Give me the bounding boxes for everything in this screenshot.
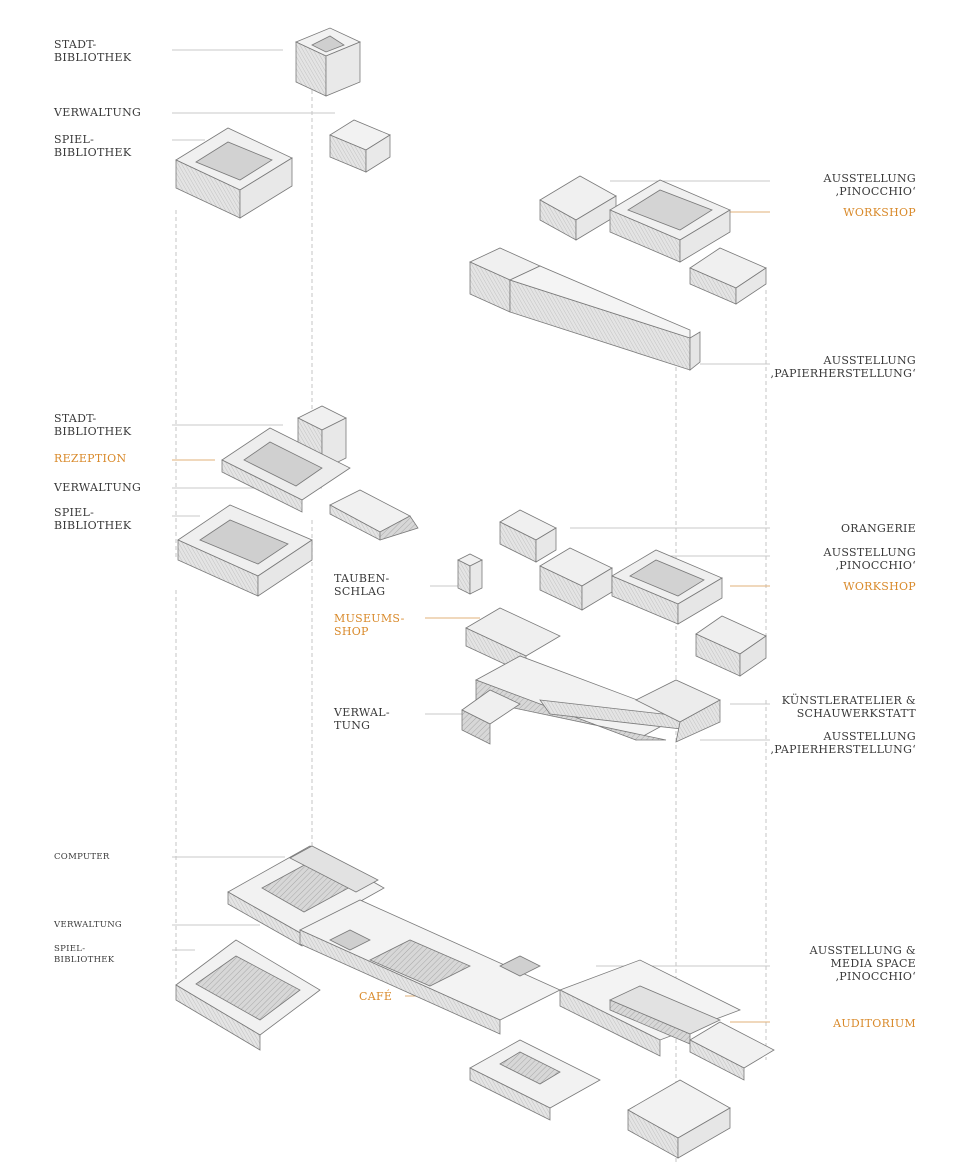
label-ausstellung-pinocchio-mid: AUSSTELLUNG ‚PINOCCHIO‘ xyxy=(823,546,916,572)
building-taubenschlag xyxy=(457,553,483,595)
label-workshop-mid: WORKSHOP xyxy=(843,580,916,593)
label-orangerie: ORANGERIE xyxy=(840,522,916,535)
building-orangerie xyxy=(499,509,557,563)
label-verwaltung-mid: VERWALTUNG xyxy=(54,481,142,494)
top-level-buildings xyxy=(175,27,767,371)
label-taubenschlag: TAUBEN- SCHLAG xyxy=(334,572,390,598)
building-stadtbibliothek-top xyxy=(295,27,361,97)
label-spielbibliothek-low: SPIEL- BIBLIOTHEK xyxy=(54,944,115,965)
alignment-lines xyxy=(175,90,767,1165)
building-stadtbibliothek-mid xyxy=(221,405,351,513)
label-workshop-top: WORKSHOP xyxy=(843,206,916,219)
building-papierherstellung-top xyxy=(469,247,701,371)
label-spielbibliothek-mid: SPIEL- BIBLIOTHEK xyxy=(54,506,132,532)
label-spielbibliothek-top: SPIEL- BIBLIOTHEK xyxy=(54,133,132,159)
building-complex-mid xyxy=(461,607,767,745)
label-rezeption: REZEPTION xyxy=(54,452,127,465)
building-cafe-spine xyxy=(299,899,561,1035)
label-stadtbibliothek-mid: STADT- BIBLIOTHEK xyxy=(54,412,132,438)
label-verwaltung-top: VERWALTUNG xyxy=(54,106,142,119)
building-spielbibliothek-low xyxy=(175,939,321,1051)
building-verwaltung-low xyxy=(227,845,385,947)
label-museumsshop: MUSEUMS- SHOP xyxy=(334,612,405,638)
label-ausstellung-pinocchio-top: AUSSTELLUNG ‚PINOCCHIO‘ xyxy=(823,172,916,198)
building-pinocchio-top xyxy=(539,175,767,305)
label-auditorium: AUDITORIUM xyxy=(833,1017,916,1030)
label-ausstellung-papierherstellung-top: AUSSTELLUNG ‚PAPIERHERSTELLUNG‘ xyxy=(770,354,916,380)
label-verwaltung-low: VERWALTUNG xyxy=(54,920,123,930)
middle-level-buildings xyxy=(177,405,767,745)
building-south-wing xyxy=(469,1021,775,1159)
building-pinocchio-mid xyxy=(539,547,723,625)
label-ausstellung-media-space: AUSSTELLUNG & MEDIA SPACE ‚PINOCCHIO‘ xyxy=(809,944,916,983)
label-ausstellung-papierherstellung-mid: AUSSTELLUNG ‚PAPIERHERSTELLUNG‘ xyxy=(770,730,916,756)
label-cafe: CAFÉ xyxy=(359,990,393,1003)
label-stadtbibliothek-top: STADT- BIBLIOTHEK xyxy=(54,38,132,64)
building-spielbibliothek-top xyxy=(175,127,293,219)
label-computer: COMPUTER xyxy=(54,852,110,862)
label-kuenstleratelier: KÜNSTLERATELIER & SCHAUWERKSTATT xyxy=(781,694,916,720)
label-verwaltung-mid-split: VERWAL- TUNG xyxy=(334,706,390,732)
building-spielbibliothek-mid xyxy=(177,489,419,597)
lower-level-buildings xyxy=(175,845,775,1159)
building-auditorium xyxy=(559,959,741,1057)
building-verwaltung-top xyxy=(329,119,391,173)
